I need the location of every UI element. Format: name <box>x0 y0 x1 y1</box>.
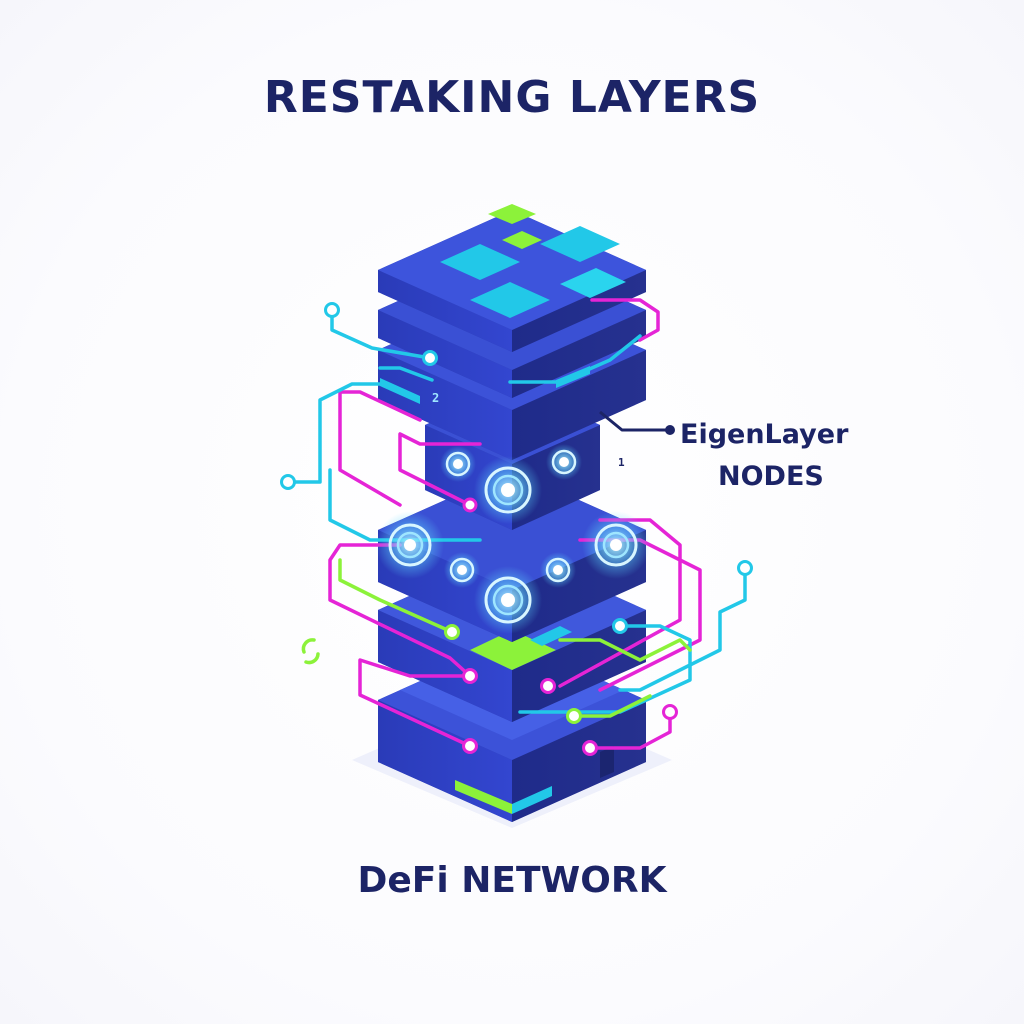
layer-marker-2: 2 <box>432 391 439 405</box>
lime-circuit-traces <box>338 558 692 718</box>
callout-leader-line <box>599 410 675 435</box>
node-large <box>474 566 542 634</box>
node-large <box>376 511 444 579</box>
trace-endpoints <box>280 302 753 756</box>
callout-line-1: EigenLayer <box>680 419 849 450</box>
layer-marker-1: 1 <box>618 456 625 469</box>
node-large <box>582 511 650 579</box>
node-small <box>540 552 576 588</box>
node-small <box>546 444 582 480</box>
callout-line-2: NODES <box>718 461 824 492</box>
eigenlayer-nodes <box>376 444 650 634</box>
lime-bracket-icon <box>301 638 320 665</box>
eigenlayer-nodes-callout: EigenLayer NODES <box>680 414 848 498</box>
node-large <box>474 456 542 524</box>
node-small <box>444 552 480 588</box>
diagram-title: RESTAKING LAYERS <box>263 72 761 123</box>
network-caption: DeFi NETWORK <box>357 860 667 901</box>
cyan-circuit-traces <box>286 308 747 714</box>
top-puzzle-layer <box>378 204 646 352</box>
node-small <box>440 446 476 482</box>
